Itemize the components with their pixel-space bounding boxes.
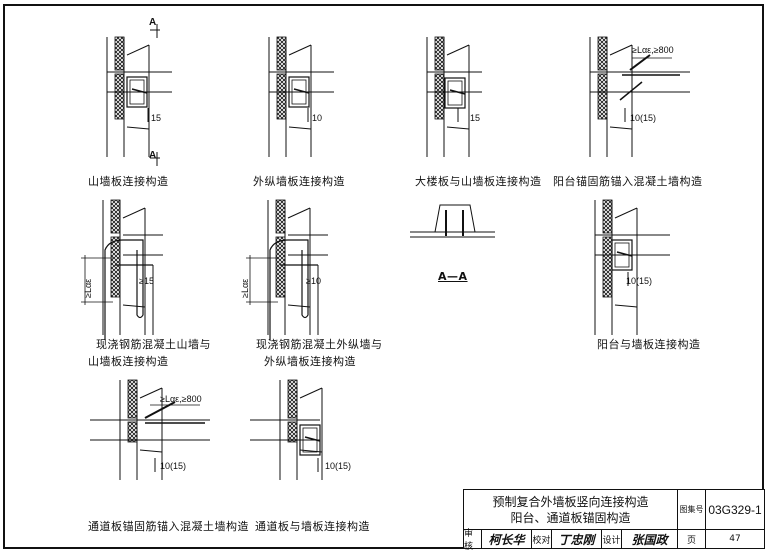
d5-insulation-lower — [110, 236, 121, 298]
d1-insulation-lower — [114, 73, 125, 120]
drawing-title-line1: 预制复合外墙板竖向连接构造 — [492, 495, 649, 509]
dim-note-d6: ≥10 — [306, 276, 321, 286]
d9-panel-top — [139, 387, 163, 399]
d6-insulation-lower — [275, 236, 286, 298]
caption-corridor-anchor: 通道板锚固筋锚入混凝土墙构造 — [88, 520, 249, 533]
d4-insulation-lower — [597, 73, 608, 120]
d6-insulation-upper — [275, 199, 286, 234]
d3-tie-bar — [449, 89, 466, 95]
dim-lae-d6: ≥Lαε — [240, 278, 250, 298]
d10-panel-top — [299, 387, 323, 399]
d2-rebar-cage — [288, 76, 310, 108]
d8-rebar-cage — [611, 239, 633, 271]
d1-rebar-cage — [126, 76, 148, 108]
d8-panel-bottom — [614, 304, 638, 308]
aa-section-profile — [434, 204, 476, 233]
design-signature: 张国政 — [622, 530, 678, 548]
dim-gap-d10: 10(15) — [325, 461, 352, 471]
page-number: 47 — [729, 534, 741, 544]
caption-gable-wall-connection: 山墙板连接构造 — [88, 175, 169, 188]
d1-insulation-upper — [114, 36, 125, 71]
d10-panel-bottom — [299, 449, 323, 453]
caption-corridor-wall-connection: 通道板与墙板连接构造 — [255, 520, 370, 533]
d3-rebar-cage — [444, 77, 466, 109]
signature-row: 审核 柯长华 校对 丁忠刚 设计 张国政 页 47 — [464, 529, 764, 552]
d2-insulation-lower — [276, 73, 287, 120]
title-block: 预制复合外墙板竖向连接构造 阳台、通道板锚固构造 图集号 03G329-1 审核… — [463, 489, 765, 552]
dim-gap-d3: 15 — [470, 113, 481, 123]
d10-insulation-upper — [287, 379, 298, 419]
dim-anchor-length-d9: ≥Lαε,≥800 — [160, 394, 202, 404]
d3-insulation-upper — [434, 36, 445, 71]
d10-tie-bar — [304, 436, 321, 442]
dim-note-d5: ≥15 — [139, 276, 154, 286]
d9-panel-bottom — [139, 449, 163, 453]
d6-panel-top — [287, 207, 311, 219]
d9-insulation-upper — [127, 379, 138, 419]
d1-panel-top — [126, 44, 150, 56]
d4-panel-top — [609, 44, 633, 56]
caption-exterior-wall-connection: 外纵墙板连接构造 — [253, 175, 345, 188]
d4-anchor-bend — [619, 81, 643, 101]
d3-panel-bottom — [446, 126, 470, 130]
page-label: 页 — [678, 530, 706, 548]
d5-cast-rebar — [104, 239, 144, 340]
design-label: 设计 — [602, 530, 622, 548]
dim-gap-d2: 10 — [312, 113, 323, 123]
d4-insulation-upper — [597, 36, 608, 71]
d5-insulation-upper — [110, 199, 121, 234]
caption-cast-exterior-line2: 外纵墙板连接构造 — [264, 355, 356, 368]
d8-panel-top — [614, 207, 638, 219]
caption-floor-slab-connection: 大楼板与山墙板连接构造 — [415, 175, 542, 188]
atlas-no-label: 图集号 — [678, 490, 706, 530]
caption-section-a-a: A—A — [438, 270, 468, 283]
caption-balcony-wall-connection: 阳台与墙板连接构造 — [597, 338, 701, 351]
d10-rebar-cage — [299, 424, 321, 456]
d2-panel-top — [288, 44, 312, 56]
d6-cast-rebar — [269, 239, 309, 340]
d9-anchor-bar — [144, 401, 176, 419]
dim-lae-d5: ≥Lαε — [83, 278, 93, 298]
d10-insulation-lower — [287, 421, 298, 443]
d1-tie-bar — [131, 88, 148, 94]
dim-gap-d4: 10(15) — [630, 113, 657, 123]
d9-insulation-lower — [127, 421, 138, 443]
dim-gap-d8: 10(15) — [626, 276, 653, 286]
section-mark-top: A — [149, 17, 157, 28]
review-signature: 柯长华 — [482, 530, 532, 548]
drawing-title-line2: 阳台、通道板锚固构造 — [510, 511, 631, 525]
section-mark-bottom: A — [149, 150, 157, 161]
caption-cast-exterior-line1: 现浇钢筋混凝土外纵墙与 — [256, 338, 383, 351]
title-area: 预制复合外墙板竖向连接构造 阳台、通道板锚固构造 — [464, 490, 678, 530]
d3-panel-top — [446, 44, 470, 56]
d5-panel-top — [122, 207, 146, 219]
caption-cast-gable-line2: 山墙板连接构造 — [88, 355, 169, 368]
d1-panel-bottom — [126, 126, 150, 130]
d8-tie-bar — [616, 251, 633, 257]
sheet-border — [3, 4, 764, 549]
dim-gap-d1: 15 — [151, 113, 162, 123]
d4-anchor-bar — [629, 54, 651, 71]
check-label: 校对 — [532, 530, 552, 548]
caption-cast-gable-line1: 现浇钢筋混凝土山墙与 — [96, 338, 211, 351]
dim-gap-d9: 10(15) — [160, 461, 187, 471]
d2-panel-bottom — [288, 126, 312, 130]
d5-panel-bottom — [122, 304, 146, 308]
d4-panel-bottom — [609, 126, 633, 130]
d2-insulation-upper — [276, 36, 287, 71]
d8-insulation-lower — [602, 236, 613, 298]
check-signature: 丁忠刚 — [552, 530, 602, 548]
caption-balcony-anchor: 阳台锚固筋锚入混凝土墙构造 — [553, 175, 703, 188]
d3-insulation-lower — [434, 73, 445, 120]
dim-anchor-length-d4: ≥Lαε,≥800 — [632, 45, 674, 55]
atlas-no: 03G329-1 — [706, 490, 764, 530]
review-label: 审核 — [464, 529, 482, 552]
d8-insulation-upper — [602, 199, 613, 234]
d6-panel-bottom — [287, 304, 311, 308]
d2-tie-bar — [293, 88, 310, 94]
